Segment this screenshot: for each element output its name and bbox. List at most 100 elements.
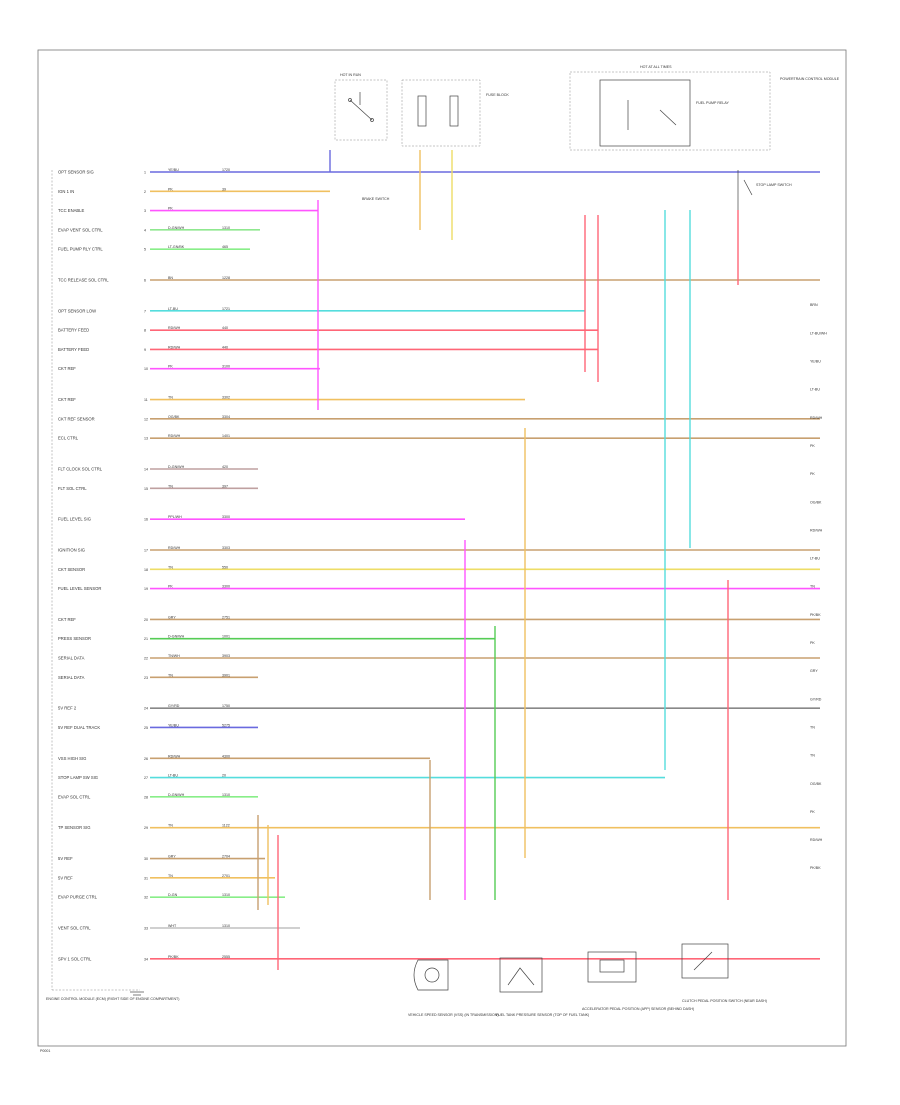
circuit-number: 3300 <box>222 585 230 589</box>
wire-color-code: GY/RD <box>168 704 180 708</box>
pin-number: 5 <box>144 248 146 252</box>
right-label-layer: BRNLT-BU/WHYE/BULT-BURD/WHPKPKOG/BKRD/WH… <box>810 303 827 870</box>
pin-label: IGN 1 IN <box>58 189 74 194</box>
circuit-number: 3302 <box>222 396 230 400</box>
pin-label: BATTERY FEED <box>58 347 89 352</box>
powertrain-module: POWERTRAIN CONTROL MODULE <box>780 77 840 81</box>
pin-number: 14 <box>144 468 148 472</box>
pin-number: 2 <box>144 190 146 194</box>
circuit-number: 1310 <box>222 226 230 230</box>
right-connector-label: PK <box>810 472 815 476</box>
fuel-tank-label: FUEL TANK PRESSURE SENSOR (TOP OF FUEL T… <box>496 1013 589 1017</box>
wire-layer <box>150 150 820 970</box>
pin-number: 4 <box>144 228 146 232</box>
circuit-number: 20 <box>222 774 226 778</box>
wire-color-code: D-GN/WH <box>168 226 185 230</box>
pin-label: SERIAL DATA <box>58 656 85 661</box>
app-sensor-label: ACCELERATOR PEDAL POSITION (APP) SENSOR … <box>582 1007 694 1011</box>
wire-color-code: PK <box>168 585 173 589</box>
right-connector-label: PK <box>810 641 815 645</box>
page-id: P0001 <box>40 1049 50 1053</box>
right-connector-label: RD/WH <box>810 528 823 532</box>
pin-label: CKT REF <box>58 617 76 622</box>
wire-color-code: LT-GN/BK <box>168 245 185 249</box>
wire-color-code: RD/WH <box>168 434 181 438</box>
circuit-number: 1122 <box>222 824 230 828</box>
circuit-number: 39 <box>222 187 226 191</box>
circuit-number: 1750 <box>222 704 230 708</box>
right-connector-label: TN <box>810 725 815 729</box>
circuit-number: 2701 <box>222 874 230 878</box>
circuit-number: 1228 <box>222 276 230 280</box>
pin-number: 8 <box>144 329 146 333</box>
right-connector-label: OG/BK <box>810 782 822 786</box>
right-connector-label: LT-BU/WH <box>810 331 827 335</box>
clutch-switch: CLUTCH PEDAL POSITION SWITCH (NEAR DASH) <box>681 943 767 1003</box>
pin-label: FUEL LEVEL SENSOR <box>58 586 101 591</box>
vss-label: VEHICLE SPEED SENSOR (VSS) (IN TRANSMISS… <box>408 1013 499 1017</box>
circuit-number: 1310 <box>222 893 230 897</box>
pin-number: 34 <box>144 957 148 961</box>
pin-number: 20 <box>144 618 148 622</box>
circuit-number: 1001 <box>222 635 230 639</box>
stop-lamp-label: STOP LAMP SWITCH <box>756 183 792 187</box>
pin-number: 25 <box>144 726 148 730</box>
right-connector-label: LT-BU <box>810 557 820 561</box>
pin-number: 23 <box>144 676 148 680</box>
fuse-block-label: FUSE BLOCK <box>486 93 509 97</box>
circuit-number: 397 <box>222 484 228 488</box>
wire-color-code: PK/BK <box>168 955 179 959</box>
fuse-block: FUSE BLOCK <box>401 79 509 147</box>
wire-color-code: OG/BK <box>168 415 180 419</box>
pin-label: TP SENSOR SIG <box>58 825 91 830</box>
circuit-number: 2751 <box>222 615 230 619</box>
circuit-number: 550 <box>222 565 228 569</box>
wire-color-code: TN <box>168 565 173 569</box>
pin-number: 6 <box>144 279 146 283</box>
wire-color-code: D-GN <box>168 893 178 897</box>
ignition-switch: HOT IN RUN <box>334 73 388 141</box>
circuit-number: 1310 <box>222 793 230 797</box>
vss-sensor: VEHICLE SPEED SENSOR (VSS) (IN TRANSMISS… <box>408 959 499 1017</box>
circuit-number: 5275 <box>222 723 230 727</box>
pin-label: VSS HIGH SIG <box>58 756 86 761</box>
pin-number: 26 <box>144 757 148 761</box>
pin-label: OPT SENSOR SIG <box>58 170 94 175</box>
relay-hot-label: HOT AT ALL TIMES <box>640 65 672 69</box>
pin-label: TCC ENABLE <box>58 208 85 213</box>
circuit-number: 3100 <box>222 365 230 369</box>
relay-label: FUEL PUMP RELAY <box>696 101 729 105</box>
pin-label: FUEL LEVEL SIG <box>58 517 91 522</box>
clutch-switch-label: CLUTCH PEDAL POSITION SWITCH (NEAR DASH) <box>682 999 767 1003</box>
relay-block: FUEL PUMP RELAY HOT AT ALL TIMES <box>569 65 771 151</box>
circuit-number: 3304 <box>222 415 230 419</box>
wire-color-code: GRY <box>168 855 176 859</box>
wire-color-code: D-GN/WH <box>168 465 185 469</box>
wire-color-code: TN <box>168 874 173 878</box>
pin-number: 33 <box>144 927 148 931</box>
pin-label: EVAP PURGE CTRL <box>58 895 98 900</box>
wire-color-code: PPL/WH <box>168 515 182 519</box>
circuit-number: 1310 <box>222 924 230 928</box>
wire-color-code: GRY <box>168 615 176 619</box>
pin-label: IGNITION SIG <box>58 548 85 553</box>
wire-color-code: RD/WH <box>168 546 181 550</box>
pin-number: 21 <box>144 637 148 641</box>
pin-label: FUEL PUMP RLY CTRL <box>58 247 103 252</box>
right-connector-label: RD/WH <box>810 838 823 842</box>
pin-number: 29 <box>144 826 148 830</box>
right-connector-label: YE/BU <box>810 360 821 364</box>
wire-color-code: TN <box>168 484 173 488</box>
wire-color-code: TN <box>168 673 173 677</box>
wire-color-code: PK <box>168 365 173 369</box>
wire-color-code: RD/WH <box>168 345 181 349</box>
pin-label: BATTERY FEED <box>58 328 89 333</box>
wire-color-code: BN <box>168 276 173 280</box>
powertrain-label: POWERTRAIN CONTROL MODULE <box>780 77 840 81</box>
wire-color-code: LT-BU <box>168 307 178 311</box>
right-connector-label: TN <box>810 754 815 758</box>
pin-label: CKT REF <box>58 366 76 371</box>
right-connector-label: RD/WH <box>810 416 823 420</box>
